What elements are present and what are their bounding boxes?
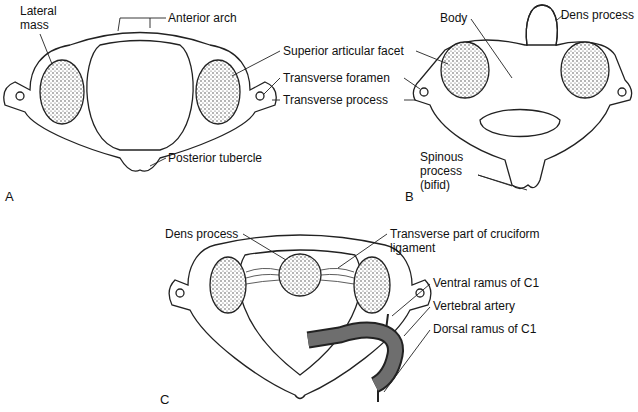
part-label: Transverse part of cruciform ligament [390,227,565,255]
part-label: Spinous process (bifid) [420,150,478,192]
figure-letter: B [405,190,414,204]
figure-letter: A [5,190,14,204]
part-label: Ventral ramus of C1 [433,276,539,290]
figure-letter: C [160,393,169,407]
part-label: Transverse foramen [283,71,390,85]
part-label: Body [440,11,467,25]
part-label: Superior articular facet [283,44,404,58]
part-label: Anterior arch [168,11,237,25]
part-label: Dens process [561,8,634,22]
part-label: Transverse process [283,93,388,107]
part-label: Dens process [165,227,238,241]
part-label: Posterior tubercle [168,151,262,165]
part-label: Vertebral artery [433,299,515,313]
part-label: Lateral mass [20,4,70,32]
part-label: Dorsal ramus of C1 [433,322,536,336]
